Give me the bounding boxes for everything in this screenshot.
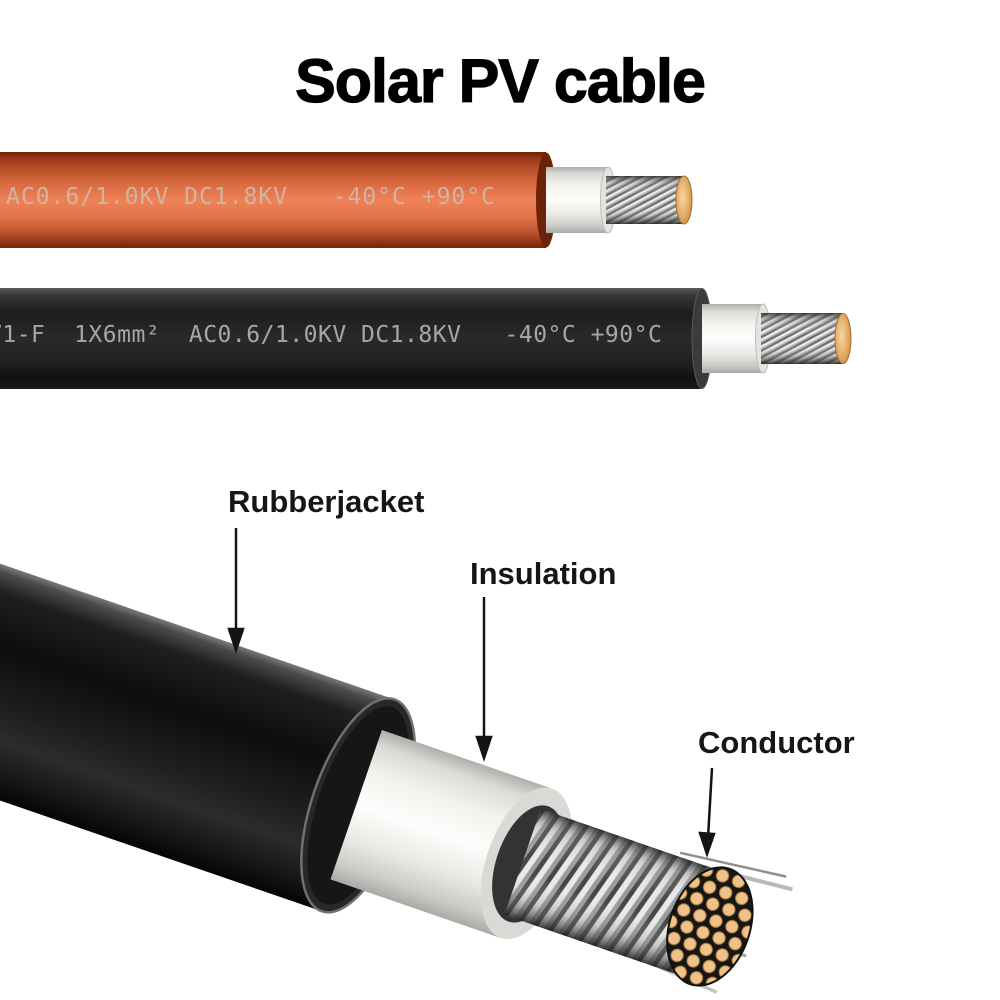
black-cable-jacket xyxy=(0,288,702,389)
red-conductor-tip xyxy=(675,175,693,225)
black-strand-shading xyxy=(761,313,842,364)
annotation-arrows xyxy=(227,528,716,858)
red-cable-jacket xyxy=(0,152,546,248)
insulation-arrowhead xyxy=(475,735,493,762)
red-cable: AC0.6/1.0KV DC1.8KV -40°C +90°C xyxy=(0,152,693,248)
black-cable-insulation xyxy=(702,304,763,373)
rubber-jacket-arrowhead xyxy=(227,627,245,654)
conductor-face-copper-strands xyxy=(668,868,752,985)
black-conductor-tip xyxy=(834,313,852,364)
cross-section-diagram xyxy=(0,322,793,994)
page-title: Solar PV cable xyxy=(294,46,706,115)
label-insulation: Insulation xyxy=(470,556,617,591)
red-cable-insulation xyxy=(546,167,608,233)
label-conductor: Conductor xyxy=(698,725,855,760)
red-strand-shading xyxy=(606,176,684,224)
conductor-arrowhead xyxy=(698,831,716,858)
black-cable: V1-F 1X6mm² AC0.6/1.0KV DC1.8KV -40°C +9… xyxy=(0,288,852,389)
black-cable-print: V1-F 1X6mm² AC0.6/1.0KV DC1.8KV -40°C +9… xyxy=(0,322,662,348)
stray-strand xyxy=(679,851,787,878)
red-cable-print: AC0.6/1.0KV DC1.8KV -40°C +90°C xyxy=(6,184,496,210)
conductor-arrow xyxy=(706,767,714,839)
label-rubber-jacket: Rubberjacket xyxy=(228,484,425,519)
diagram-rubber-jacket xyxy=(0,322,397,912)
